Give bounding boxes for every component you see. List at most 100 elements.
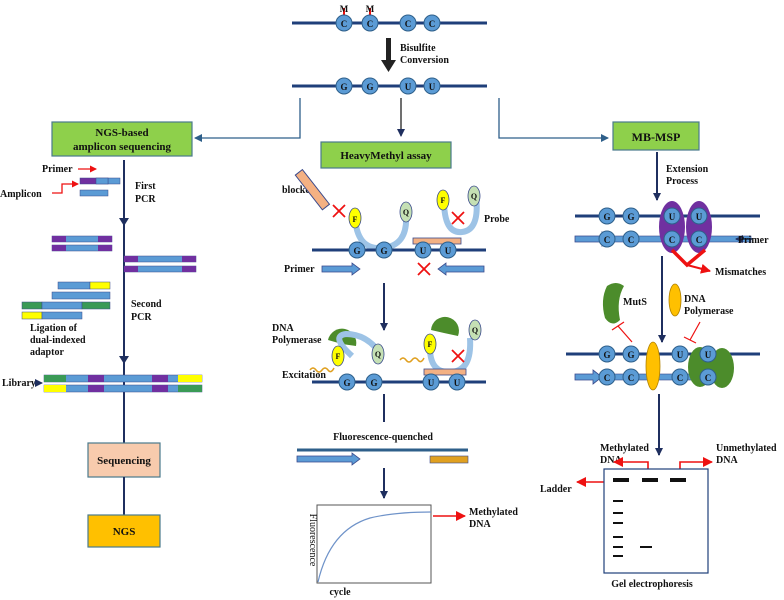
hm-base-4: U [439, 241, 457, 259]
muts-label: MutS [623, 297, 647, 308]
library-fragments [43, 374, 203, 393]
top-base-3-label: C [405, 19, 412, 29]
methylated-label-right-2: DNA [600, 455, 622, 466]
heavymethyl-title-box [320, 141, 452, 169]
probe-left-quench: Q [403, 208, 409, 217]
converted-base-2: G [361, 77, 379, 95]
hm-base-4-label: U [445, 246, 452, 256]
ngs-title-line-1: NGS-based [95, 127, 148, 139]
mb2-base-4: U [699, 345, 717, 363]
mb2-base-3-label: U [677, 350, 684, 360]
probe-right-hairpin: F Q [436, 185, 481, 236]
poly-inhibit-line [689, 321, 701, 341]
extension-label-1: Extension [666, 164, 709, 175]
hm2-base-4: U [448, 373, 466, 391]
amplification-curve [317, 511, 432, 583]
mb2-base-1-label: G [603, 350, 610, 360]
mb2-c-base-4-label: C [705, 373, 712, 383]
mb-c-base-1: C [598, 230, 616, 248]
ngs-box [87, 514, 161, 548]
ladder-well [613, 478, 629, 482]
methylated-band [642, 478, 658, 482]
ligation-label-3: adaptor [30, 347, 64, 358]
hm2-base-3-label: U [428, 378, 435, 388]
heavymethyl-title: HeavyMethyl assay [340, 150, 432, 162]
hm2-base-4-label: U [454, 378, 461, 388]
unmethylated-label-1: Unmethylated [716, 443, 777, 454]
hm-base-1-label: G [353, 246, 360, 256]
mb-c-base-4: C [690, 230, 708, 248]
converted-base-4-label: U [429, 82, 436, 92]
hm2-base-2: G [365, 373, 383, 391]
second-pcr-label-1: Second [131, 299, 162, 310]
top-base-3: C [399, 14, 417, 32]
hm2-base-1-label: G [343, 378, 350, 388]
probe-left-hairpin: F Q [348, 201, 413, 252]
quenched-primer-arrow [296, 452, 361, 466]
mb2-c-base-1: C [598, 368, 616, 386]
primer-label-middle: Primer [284, 264, 315, 275]
mb2-c-base-3: C [671, 368, 689, 386]
methyl-mark-2: M [366, 4, 375, 14]
mb-base-1-label: G [603, 212, 610, 222]
mb-base-3: U [663, 207, 681, 225]
mbmsp-duplex-bottom: G G U U C C C C [566, 341, 760, 391]
blocker-shape [294, 168, 331, 211]
ngs-title-box [51, 121, 193, 157]
second-pcr-label-2: PCR [131, 312, 152, 323]
ngs-flow-arrow-2 [119, 356, 129, 364]
top-methylated-strand: M M C C C C [292, 4, 487, 32]
mb2-base-4-label: U [705, 350, 712, 360]
y-axis-label: Fluorescence [307, 514, 318, 567]
unmethylated-band [670, 478, 686, 482]
gel-label: Gel electrophoresis [611, 579, 693, 590]
mbmsp-duplex-top: G G U U C C C C [574, 201, 760, 253]
ligation-label-2: dual-indexed [30, 335, 86, 346]
blocker-cross-icon [332, 204, 346, 218]
mb2-base-2: G [622, 345, 640, 363]
quenched-probe-right: F Q [399, 316, 482, 376]
converted-base-4: U [423, 77, 441, 95]
sequencing-label: Sequencing [97, 455, 151, 467]
pcr-products [51, 235, 197, 273]
unmethylated-label-2: DNA [716, 455, 738, 466]
mb-base-4-label: U [696, 212, 703, 222]
hm2-base-2-label: G [370, 378, 377, 388]
top-base-4: C [423, 14, 441, 32]
converted-base-3: U [399, 77, 417, 95]
top-base-1-label: C [341, 19, 348, 29]
dna-poly-label-middle-1: DNA [272, 323, 294, 334]
mbmsp-title-box [612, 121, 700, 151]
methyl-mark-1: M [340, 4, 349, 14]
bisulfite-label-1: Bisulfite [400, 43, 436, 54]
mb-polymerase-icon [668, 283, 682, 317]
muts-inhibit-bar [611, 321, 625, 331]
probe-bound-hairpin: F Q [331, 330, 385, 367]
amplicon-label: Amplicon [0, 189, 42, 200]
mb2-c-base-3-label: C [677, 373, 684, 383]
primer-label-right: Primer [738, 235, 769, 246]
primer-blocked-cross-icon [417, 262, 431, 276]
excitation-label: Excitation [282, 370, 326, 381]
primer-label-left: Primer [42, 164, 73, 175]
heavymethyl-template-strand: G G U U [312, 237, 486, 259]
reverse-primer-arrow [437, 262, 485, 276]
top-base-2-label: C [367, 19, 374, 29]
branch-connectors [194, 98, 609, 142]
mb2-c-base-4: C [699, 368, 717, 386]
methylated-label-middle-1: Methylated [469, 507, 518, 518]
quenched-probe-fluor: F [428, 340, 433, 349]
methylated-label-right-1: Methylated [600, 443, 649, 454]
converted-base-1-label: G [340, 82, 347, 92]
hm2-base-3: U [422, 373, 440, 391]
converted-strand: G G U U [292, 77, 487, 95]
mb-c-base-2-label: C [628, 235, 635, 245]
ngs-title-line-2: amplicon sequencing [73, 141, 172, 153]
methylated-product-band [640, 546, 652, 548]
mb2-base-1: G [598, 345, 616, 363]
probe-bound-quench: Q [375, 350, 381, 359]
adaptor-fragments [21, 281, 111, 320]
ladder-label: Ladder [540, 484, 572, 495]
mb-c-base-2: C [622, 230, 640, 248]
